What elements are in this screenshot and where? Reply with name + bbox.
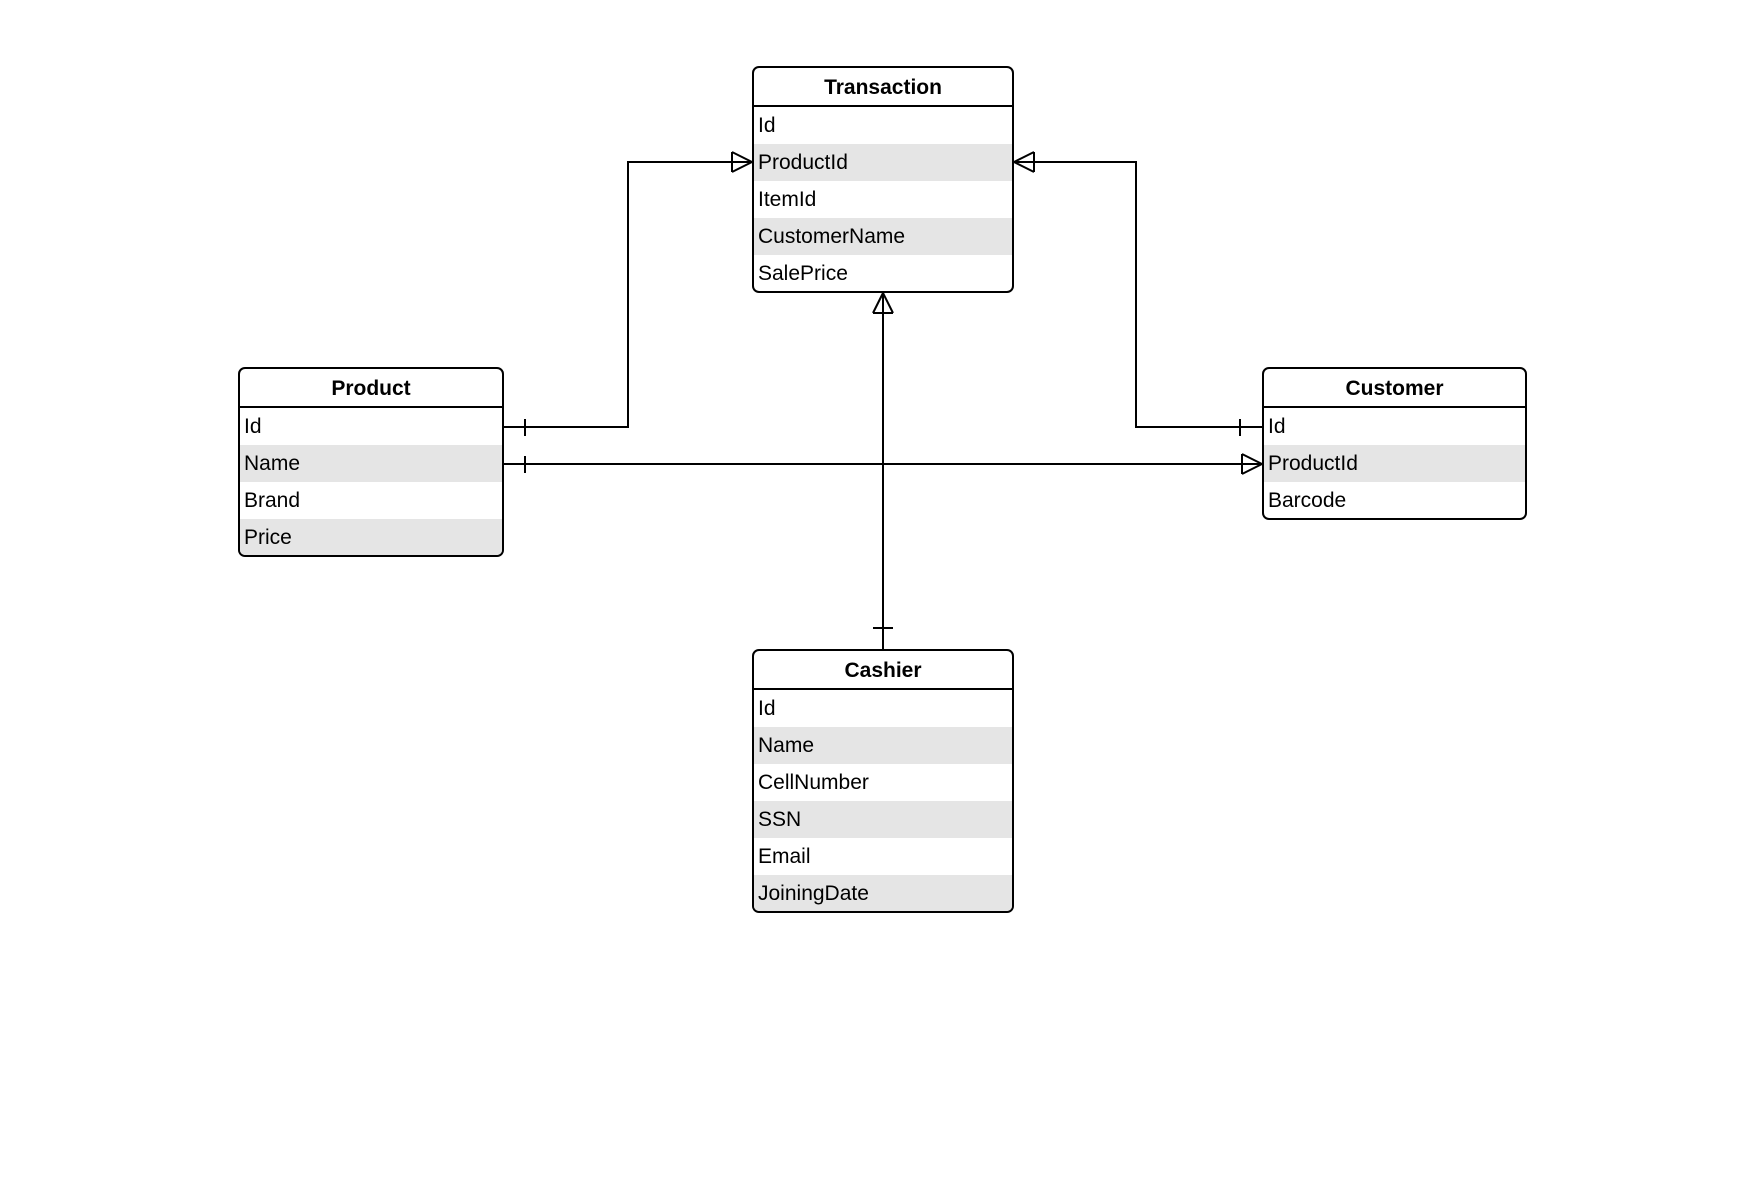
field-transaction-customername[interactable]: CustomerName xyxy=(754,218,1012,255)
field-transaction-saleprice[interactable]: SalePrice xyxy=(758,262,848,285)
entity-transaction[interactable]: Transaction Id ProductId ItemId Customer… xyxy=(752,66,1014,293)
field-customer-productid[interactable]: ProductId xyxy=(1264,445,1525,482)
field-cashier-cellnumber[interactable]: CellNumber xyxy=(758,771,869,794)
entity-product[interactable]: Product Id Name Brand Price xyxy=(238,367,504,557)
entity-cashier[interactable]: Cashier Id Name CellNumber SSN Email Joi… xyxy=(752,649,1014,913)
field-product-price[interactable]: Price xyxy=(240,519,502,555)
relationship-product-transaction xyxy=(504,151,753,436)
entity-title-customer: Customer xyxy=(1264,369,1525,408)
field-cashier-ssn[interactable]: SSN xyxy=(754,801,1012,838)
field-product-id[interactable]: Id xyxy=(244,415,262,438)
field-cashier-name[interactable]: Name xyxy=(754,727,1012,764)
entity-title-product: Product xyxy=(240,369,502,408)
entity-title-transaction: Transaction xyxy=(754,68,1012,107)
field-cashier-id[interactable]: Id xyxy=(758,697,776,720)
relationship-cashier-transaction xyxy=(872,292,894,649)
field-cashier-email[interactable]: Email xyxy=(758,845,811,868)
field-product-brand[interactable]: Brand xyxy=(244,489,301,512)
field-customer-id[interactable]: Id xyxy=(1268,415,1286,438)
field-transaction-id[interactable]: Id xyxy=(758,114,776,137)
field-cashier-joiningdate[interactable]: JoiningDate xyxy=(754,875,1012,911)
field-transaction-productid[interactable]: ProductId xyxy=(754,144,1012,181)
relationship-customer-transaction xyxy=(1013,151,1262,436)
field-transaction-itemid[interactable]: ItemId xyxy=(758,188,817,211)
field-product-name[interactable]: Name xyxy=(240,445,502,482)
entity-customer[interactable]: Customer Id ProductId Barcode xyxy=(1262,367,1527,520)
field-customer-barcode[interactable]: Barcode xyxy=(1268,489,1347,512)
entity-title-cashier: Cashier xyxy=(754,651,1012,690)
